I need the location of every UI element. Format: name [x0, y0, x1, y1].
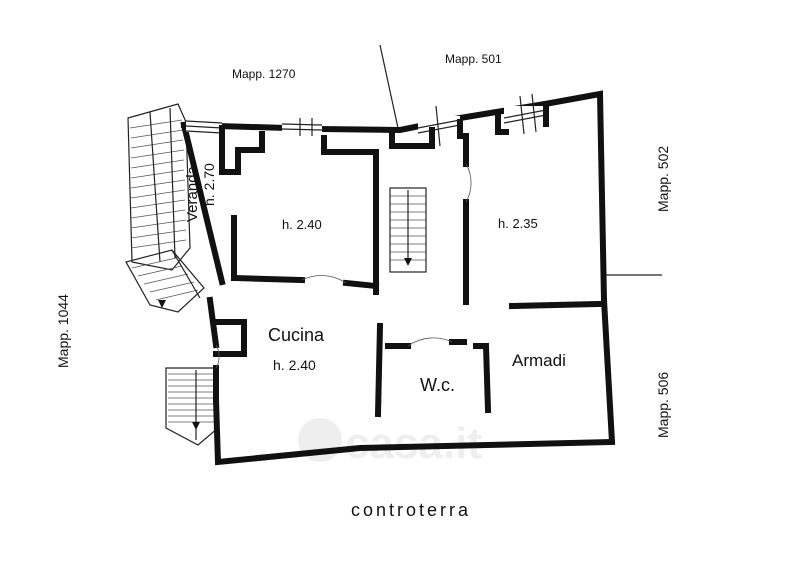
interior-walls — [213, 101, 604, 418]
parcel-labels: Mapp. 1270 Mapp. 501 Mapp. 502 Mapp. 506… — [55, 52, 671, 438]
label-controterra: controterra — [351, 500, 471, 520]
label-mapp-506: Mapp. 506 — [655, 372, 671, 438]
exterior-stair-upper — [127, 103, 191, 271]
label-veranda-height: h. 2.70 — [201, 163, 217, 206]
label-room-a-height: h. 2.40 — [282, 217, 322, 232]
label-kitchen: Cucina — [268, 325, 325, 345]
boundary-lines — [379, 44, 662, 276]
label-mapp-501: Mapp. 501 — [445, 52, 502, 66]
label-room-b-height: h. 2.35 — [498, 216, 538, 231]
room-labels: Veranda h. 2.70 h. 2.40 h. 2.35 Cucina h… — [184, 163, 566, 395]
interior-stair — [389, 187, 427, 273]
label-kitchen-height: h. 2.40 — [273, 357, 316, 373]
label-mapp-502: Mapp. 502 — [655, 146, 671, 212]
label-mapp-1044: Mapp. 1044 — [55, 294, 71, 368]
exterior-stair-middle — [125, 249, 205, 313]
door-marks — [215, 163, 472, 369]
exterior-stair-lower — [165, 367, 219, 446]
label-veranda: Veranda — [184, 165, 201, 222]
north-openings — [185, 93, 547, 147]
label-mapp-1270: Mapp. 1270 — [232, 67, 296, 81]
label-closets: Armadi — [512, 351, 566, 370]
label-wc: W.c. — [420, 375, 455, 395]
